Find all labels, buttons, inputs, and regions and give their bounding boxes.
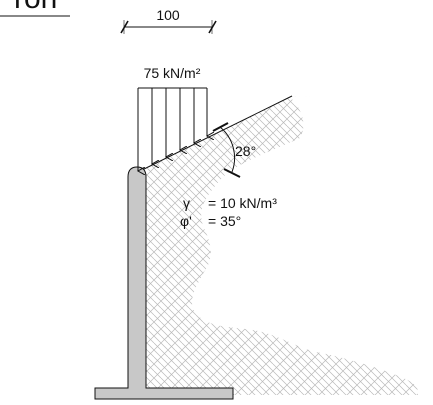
- slope-angle-label: 28°: [235, 143, 256, 159]
- slope-angle-marker: [212, 122, 241, 178]
- header-cut-text: Pron: [0, 0, 57, 15]
- unit-weight-value: = 10 kN/m³: [208, 195, 277, 211]
- soil-mask: [191, 90, 433, 392]
- distributed-load: [138, 87, 207, 171]
- friction-angle-value: = 35°: [208, 213, 241, 229]
- dimension-label: 100: [156, 7, 180, 23]
- unit-weight-symbol: γ: [183, 195, 190, 211]
- load-label: 75 kN/m²: [144, 65, 201, 81]
- ground-slope-line: [137, 95, 293, 173]
- friction-angle-symbol: φ': [180, 213, 192, 229]
- dimension-line: [120, 20, 217, 34]
